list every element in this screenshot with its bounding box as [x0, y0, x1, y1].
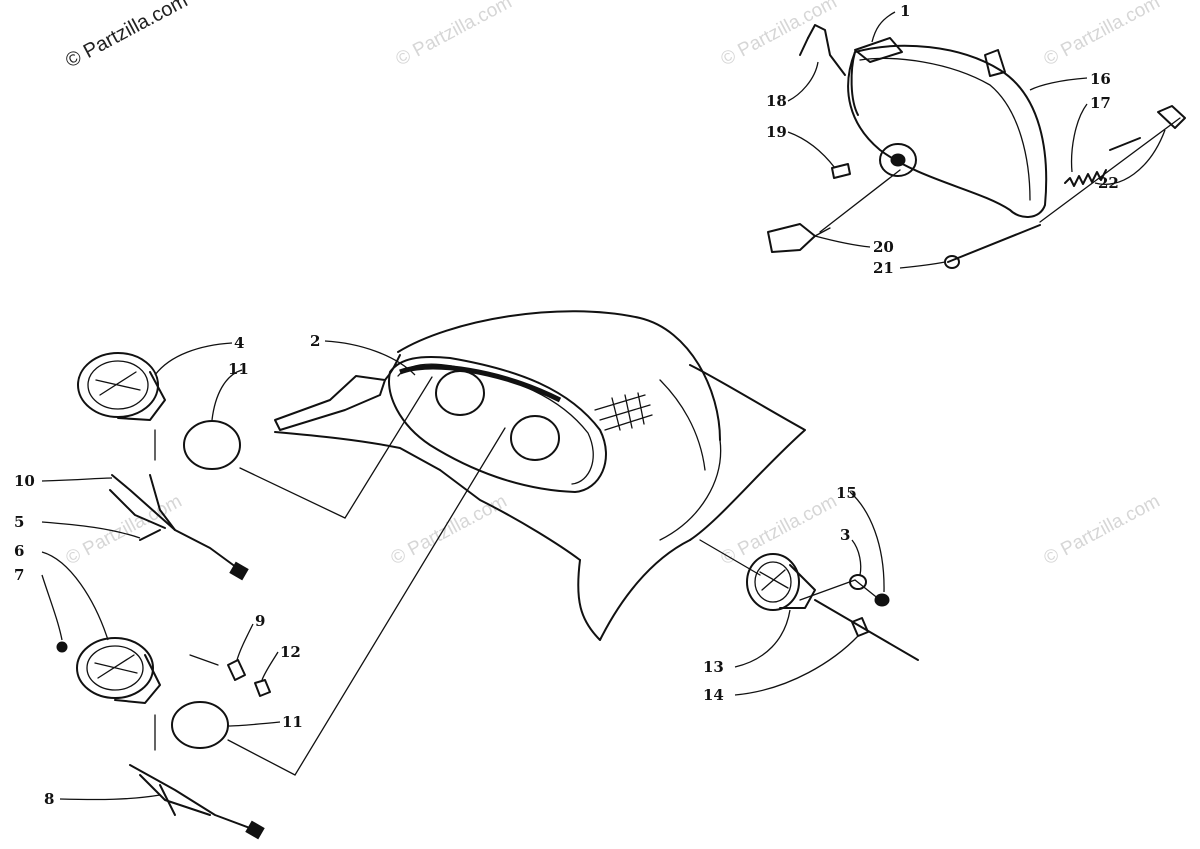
console-hood	[274, 310, 806, 641]
bulb-socket-9	[227, 659, 246, 681]
watermark-faint: © Partzilla.com	[392, 0, 515, 70]
callout-6: 6	[14, 542, 24, 560]
watermark-main: © Partzilla.com	[62, 0, 191, 72]
wiring-harness-8	[129, 764, 265, 840]
watermark-faint: © Partzilla.com	[387, 491, 510, 570]
tachometer-gauge-4	[77, 352, 166, 421]
callout-13: 13	[703, 658, 724, 676]
callout-3: 3	[840, 526, 850, 544]
callout-7: 7	[14, 566, 24, 584]
gauge-13	[746, 553, 816, 611]
wiring-harness-5	[109, 474, 249, 581]
screw-7	[56, 641, 68, 653]
callout-20: 20	[873, 238, 894, 256]
callout-11-upper: 11	[228, 360, 249, 378]
callout-labels: 1 2 3 4 5 6 7 8 9 10 11 11 12 13 14 15 1…	[14, 2, 1119, 808]
callout-8: 8	[44, 790, 54, 808]
watermark-group: © Partzilla.com © Partzilla.com © Partzi…	[62, 0, 1163, 569]
callout-12: 12	[280, 643, 301, 661]
callout-18: 18	[766, 92, 787, 110]
callout-19: 19	[766, 123, 787, 141]
callout-1: 1	[900, 2, 910, 20]
callout-22: 22	[1098, 174, 1119, 192]
trim-ring-11-upper	[183, 420, 241, 470]
callout-15: 15	[836, 484, 857, 502]
bulb-12	[254, 679, 271, 697]
leader-lines	[41, 11, 1166, 801]
callout-11-lower: 11	[282, 713, 303, 731]
callout-21: 21	[873, 259, 894, 277]
watermark-faint: © Partzilla.com	[1040, 0, 1163, 70]
callout-14: 14	[703, 686, 724, 704]
callout-16: 16	[1090, 70, 1111, 88]
trim-ring-11-lower	[171, 701, 229, 749]
speedometer-gauge-6	[76, 637, 161, 704]
callout-17: 17	[1090, 94, 1111, 112]
callout-5: 5	[14, 513, 24, 531]
nut-15	[874, 593, 890, 607]
callout-9: 9	[255, 612, 265, 630]
callout-2: 2	[310, 332, 320, 350]
headlight-assembly	[767, 24, 1186, 269]
cable-14	[814, 599, 919, 661]
watermark-faint: © Partzilla.com	[1040, 491, 1163, 570]
callout-10: 10	[14, 472, 35, 490]
assembly-lines	[154, 376, 881, 776]
watermark-faint: © Partzilla.com	[717, 491, 840, 570]
watermark-faint: © Partzilla.com	[717, 0, 840, 70]
callout-4: 4	[234, 334, 244, 352]
